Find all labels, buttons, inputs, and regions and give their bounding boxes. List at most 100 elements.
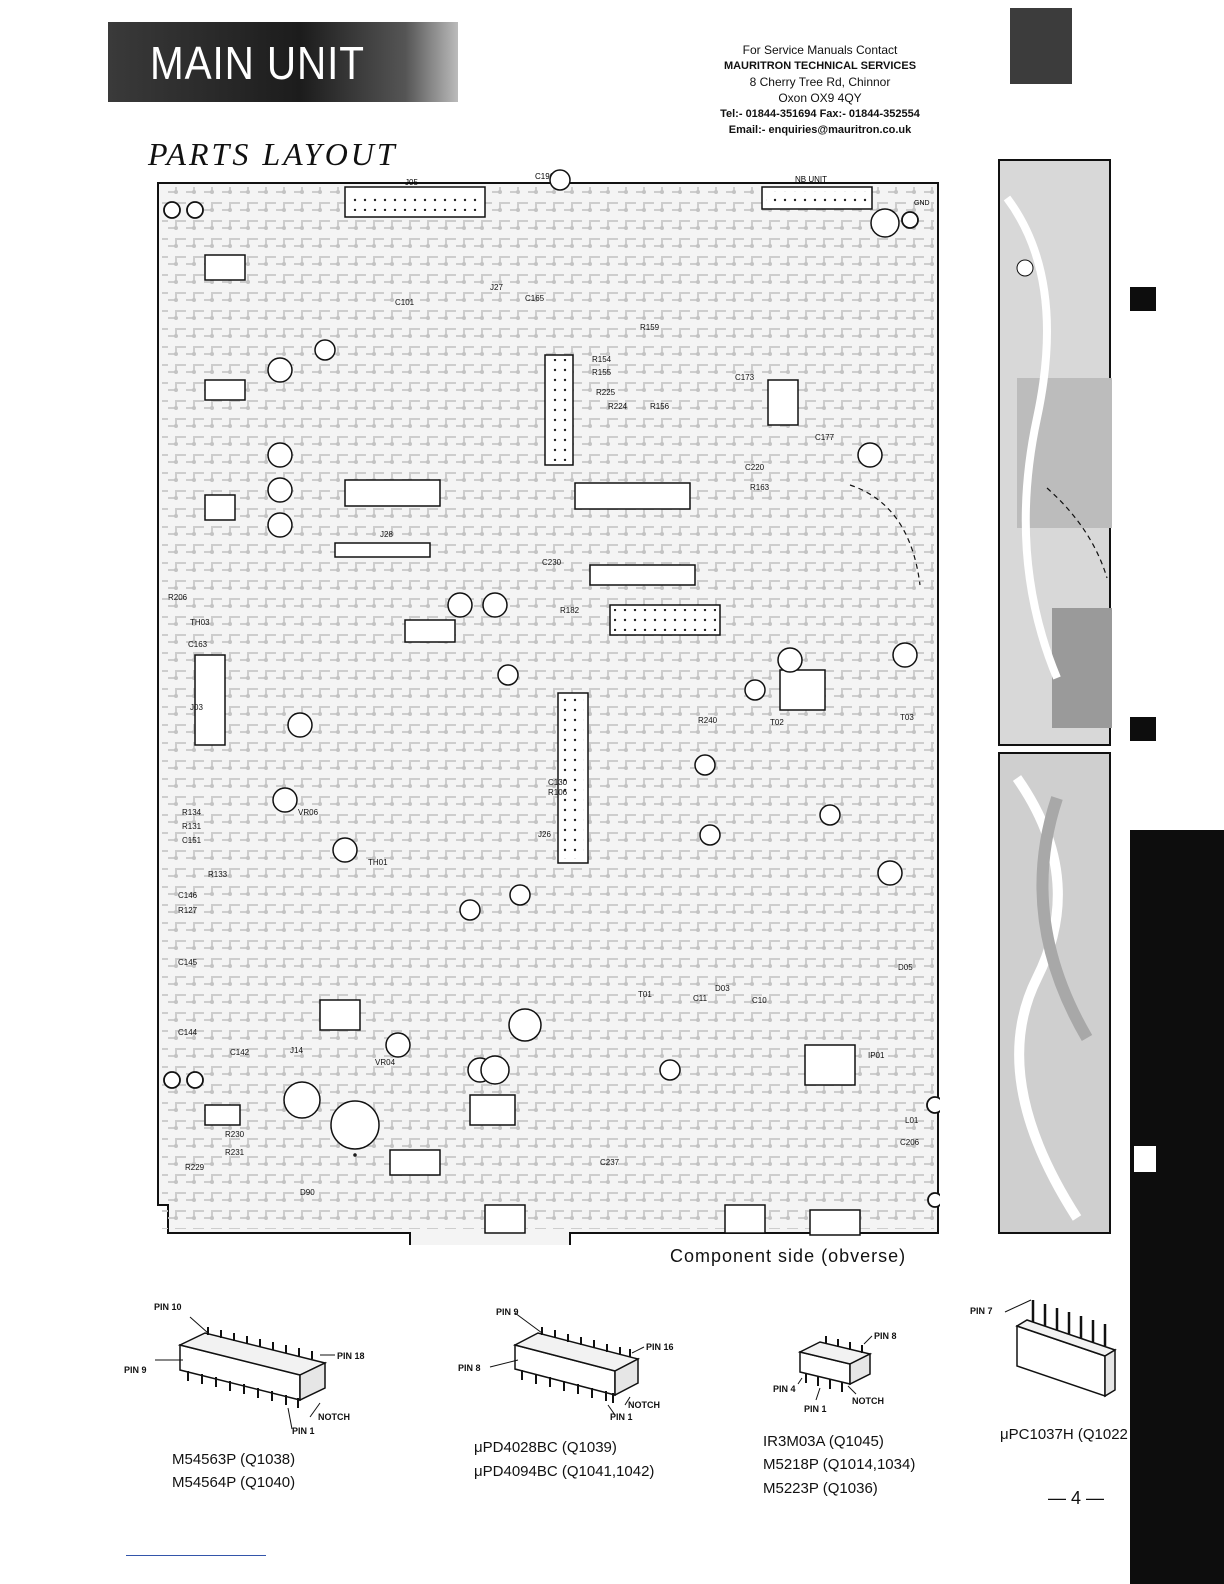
edge-strip-gap (1134, 1146, 1156, 1172)
contact-line-1: For Service Manuals Contact (742, 43, 898, 57)
c11-label: C11 (693, 994, 708, 1003)
j28-label: J28 (380, 530, 393, 539)
r106-label: R106 (548, 788, 568, 797)
r133-label: R133 (208, 870, 228, 879)
contact-block: For Service Manuals Contact MAURITRON TE… (690, 42, 950, 138)
section-title: PARTS LAYOUT (148, 136, 398, 172)
ic-package-icon (797, 1335, 873, 1401)
contact-line-5: Tel:- 01844-351694 Fax:- 01844-352554 (720, 108, 920, 120)
pkg4-part-1: μPC1037H (Q1022 (1000, 1426, 1128, 1443)
pkg3-notch: NOTCH (852, 1396, 884, 1406)
c196-label: C196 (535, 172, 555, 181)
ic-block (204, 494, 236, 521)
c173-label: C173 (735, 373, 755, 382)
pkg2-notch: NOTCH (628, 1400, 660, 1410)
r127-label: R127 (178, 906, 198, 915)
contact-line-2: MAURITRON TECHNICAL SERVICES (723, 60, 917, 72)
c220-label: C220 (745, 463, 765, 472)
ic-block (389, 1149, 441, 1176)
d90-label: D90 (300, 1188, 315, 1197)
r231-label: R231 (225, 1148, 245, 1157)
r182-label: R182 (560, 606, 580, 615)
variable-resistor-icon (267, 357, 918, 1083)
j14-label: J14 (290, 1046, 303, 1055)
c145-label: C145 (178, 958, 198, 967)
c237-label: C237 (600, 1158, 620, 1167)
header-banner (108, 22, 458, 102)
j27-label: J27 (490, 283, 503, 292)
pkg1-pin-a: PIN 10 (154, 1302, 182, 1312)
ic-block (589, 564, 696, 586)
r163-label: R163 (750, 483, 770, 492)
r154-label: R154 (592, 355, 612, 364)
board-caption: Component side (obverse) (670, 1246, 907, 1266)
ic-block (319, 999, 361, 1031)
c230-label: C230 (542, 558, 562, 567)
pkg3-pin-a: PIN 8 (874, 1331, 897, 1341)
r134-label: R134 (182, 808, 202, 817)
pkg2-pin-e: PIN 1 (610, 1412, 633, 1422)
c146-label: C146 (178, 891, 198, 900)
page-number: — 4 — (1048, 1488, 1105, 1508)
c165-label: C165 (525, 294, 545, 303)
pkg2-pin-c: PIN 16 (646, 1342, 674, 1352)
r225-label: R225 (596, 388, 616, 397)
connector-j05-label: J05 (405, 178, 418, 187)
ic-block (204, 1104, 241, 1126)
t03-label: T03 (900, 713, 914, 722)
ic-block (779, 669, 826, 711)
pkg1-notch: NOTCH (318, 1412, 350, 1422)
pkg1-pin-b: PIN 9 (124, 1365, 147, 1375)
c10-label: C10 (752, 996, 767, 1005)
c130-label: C130 (548, 778, 568, 787)
th03-label: TH03 (190, 618, 210, 627)
j03-label: J03 (190, 703, 203, 712)
l01-label: L01 (905, 1116, 919, 1125)
ic-package-icon (1004, 1299, 1117, 1398)
ic-block (484, 1204, 526, 1234)
ic-block (194, 654, 226, 746)
j26-label: J26 (538, 830, 551, 839)
pkg2-pin-a: PIN 9 (496, 1307, 519, 1317)
corner-tab-block (1010, 8, 1072, 84)
pkg3-pin-d: PIN 1 (804, 1404, 827, 1414)
pkg2-part-2: μPD4094BC (Q1041,1042) (474, 1463, 655, 1480)
r229-label: R229 (185, 1163, 205, 1172)
r156-label: R156 (650, 402, 670, 411)
ic-block (767, 379, 799, 426)
vr06-label: VR06 (298, 808, 319, 817)
r230-label: R230 (225, 1130, 245, 1139)
adjacent-board-diagram (998, 159, 1112, 1234)
ic-block (204, 254, 246, 281)
pkg2-pin-b: PIN 8 (458, 1363, 481, 1373)
vr04-label: VR04 (375, 1058, 396, 1067)
r159-label: R159 (640, 323, 660, 332)
ic-block (809, 1209, 861, 1236)
t02-label: T02 (770, 718, 784, 727)
edge-strip (1130, 830, 1224, 1584)
pkg4-pin-a: PIN 7 (970, 1306, 993, 1316)
contact-line-6: Email:- enquiries@mauritron.co.uk (728, 124, 912, 136)
t01-label: T01 (638, 990, 652, 999)
d03-label: D03 (715, 984, 730, 993)
r155-label: R155 (592, 368, 612, 377)
ic-package-icon (489, 1312, 645, 1416)
ic-package-icon (155, 1316, 335, 1430)
edge-tab (1130, 717, 1156, 741)
pkg2-part-1: μPD4028BC (Q1039) (474, 1439, 617, 1456)
board-arc-marking (849, 484, 921, 586)
pkg1-pin-e: PIN 1 (292, 1426, 315, 1436)
r131-label: R131 (182, 822, 202, 831)
r206-label: R206 (168, 593, 188, 602)
ic-block (334, 542, 431, 558)
ic-block (469, 1094, 516, 1126)
c177-label: C177 (815, 433, 835, 442)
mounting-hole-icon (163, 201, 940, 1208)
ic-block (724, 1204, 766, 1234)
c101-label: C101 (395, 298, 415, 307)
pkg3-part-3: M5223P (Q1036) (763, 1480, 878, 1497)
gnd-label: GND (914, 200, 930, 207)
ic-block (404, 619, 456, 643)
ic-block (204, 379, 246, 401)
edge-tab (1130, 287, 1156, 311)
